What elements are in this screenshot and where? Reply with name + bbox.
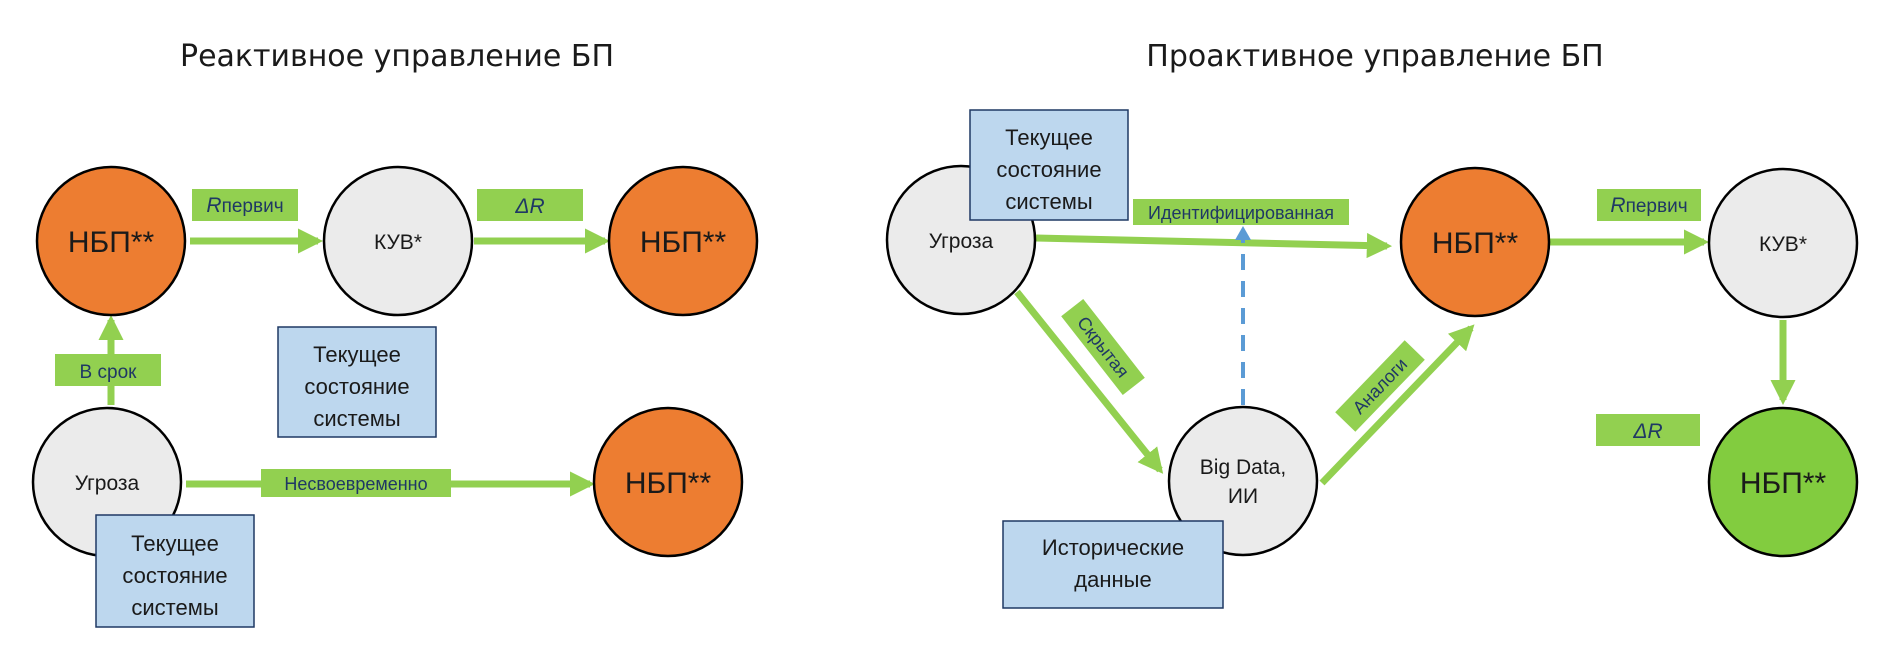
- svg-text:КУВ*: КУВ*: [1759, 233, 1807, 256]
- label-hidden: Скрытая: [1061, 298, 1145, 396]
- box-state-left-bottom: Текущее состояние системы: [95, 514, 255, 628]
- node-nbp-right: НБП**: [1399, 166, 1551, 318]
- svg-text:Угроза: Угроза: [929, 230, 994, 253]
- svg-text:НБП**: НБП**: [68, 226, 155, 259]
- svg-text:НБП**: НБП**: [1740, 467, 1827, 500]
- svg-text:Текущее: Текущее: [131, 531, 219, 556]
- arrow-analogs: [1319, 324, 1475, 486]
- node-nbp-green: НБП**: [1707, 406, 1859, 558]
- node-nbp-left-right: НБП**: [607, 165, 759, 317]
- svg-text:Текущее: Текущее: [1005, 125, 1093, 150]
- svg-text:данные: данные: [1074, 567, 1151, 592]
- svg-text:системы: системы: [313, 406, 400, 431]
- svg-text:Big Data,: Big Data,: [1200, 456, 1286, 479]
- r-symbol: R: [206, 194, 221, 217]
- node-bigdata: Big Data, ИИ: [1167, 405, 1319, 557]
- svg-text:состояние: состояние: [122, 563, 227, 588]
- svg-text:Идентифицированная: Идентифицированная: [1148, 203, 1334, 223]
- box-state-right-top: Текущее состояние системы: [969, 109, 1129, 221]
- svg-text:НБП**: НБП**: [625, 467, 712, 500]
- svg-text:ΔR: ΔR: [514, 195, 544, 218]
- svg-text:состояние: состояние: [304, 374, 409, 399]
- label-delta-r-left: ΔR: [477, 189, 583, 221]
- svg-text:Несвоевременно: Несвоевременно: [284, 474, 427, 494]
- node-kuv-left: КУВ*: [322, 165, 474, 317]
- svg-text:состояние: состояние: [996, 157, 1101, 182]
- reactive-title: Реактивное управление БП: [180, 39, 614, 74]
- proactive-title: Проактивное управление БП: [1146, 39, 1603, 74]
- svg-text:В срок: В срок: [80, 362, 138, 383]
- r-sub: первич: [222, 196, 284, 217]
- svg-text:системы: системы: [131, 595, 218, 620]
- label-identified: Идентифицированная: [1133, 199, 1349, 225]
- label-late: Несвоевременно: [261, 469, 451, 497]
- svg-text:системы: системы: [1005, 189, 1092, 214]
- svg-text:НБП**: НБП**: [640, 226, 727, 259]
- svg-text:Исторические: Исторические: [1042, 535, 1184, 560]
- label-r-primary-right: Rпервич: [1597, 189, 1701, 221]
- box-state-left-middle: Текущее состояние системы: [277, 326, 437, 438]
- label-delta-r-right: ΔR: [1596, 414, 1700, 446]
- arrow-threat-identified: [1035, 232, 1393, 259]
- svg-text:КУВ*: КУВ*: [374, 231, 422, 254]
- svg-text:ΔR: ΔR: [1632, 420, 1662, 443]
- label-r-primary-left: Rпервич: [192, 189, 298, 221]
- svg-text:Текущее: Текущее: [313, 342, 401, 367]
- svg-text:ИИ: ИИ: [1228, 485, 1258, 508]
- svg-text:Угроза: Угроза: [75, 472, 140, 495]
- node-kuv-right: КУВ*: [1707, 167, 1859, 319]
- svg-text:Rпервич: Rпервич: [206, 194, 283, 217]
- label-on-time: В срок: [55, 354, 161, 386]
- svg-text:Rпервич: Rпервич: [1610, 194, 1687, 217]
- node-nbp-left-bottom: НБП**: [592, 406, 744, 558]
- svg-text:НБП**: НБП**: [1432, 227, 1519, 260]
- svg-text:Аналоги: Аналоги: [1349, 354, 1412, 418]
- box-history: Исторические данные: [1002, 520, 1224, 609]
- dashed-identification-line: [1235, 226, 1251, 405]
- node-nbp-left-top: НБП**: [35, 165, 187, 317]
- arrow-threat-hidden: [1014, 289, 1164, 474]
